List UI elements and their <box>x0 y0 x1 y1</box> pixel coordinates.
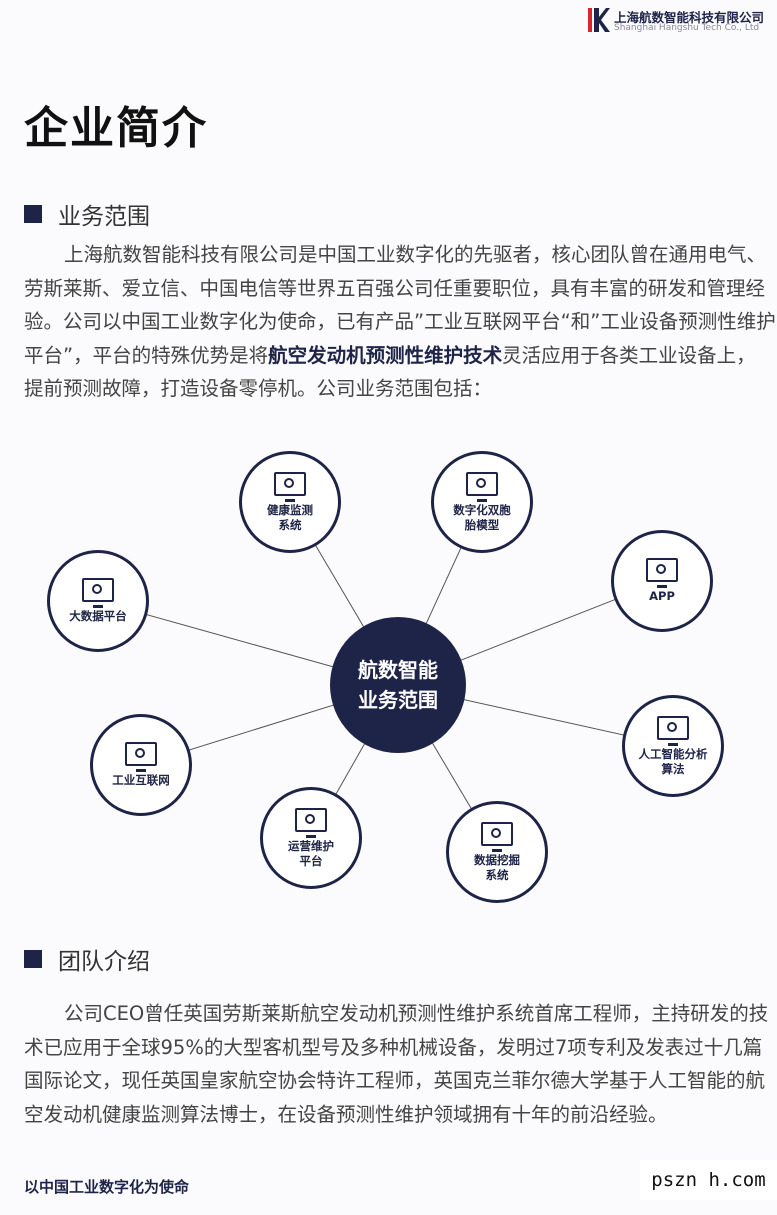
diagram-node: APP <box>611 530 713 632</box>
text: 灵活应用于各类工业设备上， <box>502 343 756 367</box>
center-label: 业务范围 <box>358 688 438 712</box>
node-label-line: 系统 <box>278 517 302 532</box>
node-label: 工业互联网 <box>112 773 170 788</box>
cycle-monitor-icon <box>295 807 327 838</box>
target-monitor-icon <box>274 471 306 502</box>
diagram-node: 数据挖掘系统 <box>446 801 548 903</box>
node-label-line: APP <box>649 589 675 603</box>
node-label-line: 工业互联网 <box>112 773 170 787</box>
company-logo: 上海航数智能科技有限公司 Shanghai Hangshu Tech Co., … <box>588 6 773 36</box>
node-label-line: 运营维护 <box>288 838 334 853</box>
node-label-line: 数据挖掘 <box>474 852 520 867</box>
paragraph-line: 国际论文，现任英国皇家航空协会特许工程师，英国克兰菲尔德大学基于人工智能的航 <box>24 1069 766 1092</box>
node-label-line: 平台 <box>299 853 323 868</box>
node-label-line: 健康监测 <box>267 502 313 517</box>
highlight-text: 航空发动机预测性维护技术 <box>268 343 503 367</box>
diagram-center: 航数智能 业务范围 <box>330 617 466 753</box>
diagram-node: 健康监测系统 <box>239 451 341 553</box>
diagram-node: 运营维护平台 <box>260 787 362 889</box>
globe-monitor-icon <box>125 742 157 772</box>
node-label: 健康监测系统 <box>267 503 313 533</box>
page-title: 企业简介 <box>24 103 208 154</box>
footer-slogan: 以中国工业数字化为使命 <box>24 1178 190 1196</box>
devices-icon <box>646 558 678 588</box>
diagram-node: 人工智能分析算法 <box>622 695 724 797</box>
node-label-line: 人工智能分析 <box>638 746 708 761</box>
team-paragraph: 公司CEO曾任英国劳斯莱斯航空发动机预测性维护系统首席工程师，主持研发的技 术已… <box>24 997 769 1131</box>
node-label-line: 算法 <box>661 761 685 776</box>
section-heading-business: 业务范围 <box>24 197 150 231</box>
logo-k-icon <box>588 8 610 32</box>
paragraph-line: 公司CEO曾任英国劳斯莱斯航空发动机预测性维护系统首席工程师，主持研发的技 <box>64 1002 769 1025</box>
node-label-line: 数字化双胞 <box>453 502 511 517</box>
paragraph-line: 空发动机健康监测算法博士，在设备预测性维护领域拥有十年的前沿经验。 <box>24 1102 668 1126</box>
node-label: 人工智能分析算法 <box>639 747 708 777</box>
paragraph-line: 验。公司以中国工业数字化为使命，已有产品”工业互联网平台“和”工业设备预测性维护 <box>24 310 776 333</box>
node-label-line: 系统 <box>485 867 509 882</box>
paragraph-line: 劳斯莱斯、爱立信、中国电信等世界五百强公司任重要职位，具有丰富的研发和管理经 <box>24 276 766 300</box>
paragraph-line: 术已应用于全球95%的大型客机型号及多种机械设备，发明过7项专利及发表过十几篇 <box>24 1035 763 1059</box>
node-label: APP <box>649 589 675 604</box>
center-label: 航数智能 <box>358 658 438 682</box>
diagram-node: 工业互联网 <box>90 714 192 816</box>
section-heading-team: 团队介绍 <box>24 942 150 976</box>
section-heading-text: 业务范围 <box>58 204 150 230</box>
chart-monitor-icon <box>657 715 689 746</box>
diagram-node: 数字化双胞胎模型 <box>431 451 533 553</box>
section-bullet-icon <box>24 205 42 223</box>
node-label: 大数据平台 <box>69 609 127 624</box>
node-label-line: 胎模型 <box>464 517 500 532</box>
watermark: pszn h.com <box>640 1160 777 1200</box>
company-name-cn: 上海航数智能科技有限公司 <box>614 10 765 25</box>
diagram-node: 大数据平台 <box>47 550 149 652</box>
sync-monitor-icon <box>466 471 498 502</box>
node-label: 数据挖掘系统 <box>474 853 520 883</box>
node-label: 运营维护平台 <box>288 839 334 869</box>
business-paragraph: 上海航数智能科技有限公司是中国工业数字化的先驱者，核心团队曾在通用电气、 劳斯莱… <box>24 238 776 406</box>
paragraph-line: 平台”，平台的特殊优势是将航空发动机预测性维护技术灵活应用于各类工业设备上， <box>24 339 764 373</box>
node-label: 数字化双胞胎模型 <box>453 503 511 533</box>
paragraph-line: 提前预测故障，打造设备零停机。公司业务范围包括： <box>24 377 493 400</box>
text: 平台”，平台的特殊优势是将 <box>24 343 269 367</box>
section-bullet-icon <box>24 950 42 968</box>
node-label-line: 大数据平台 <box>69 609 127 623</box>
data-monitor-icon <box>82 578 114 608</box>
network-monitor-icon <box>481 821 513 852</box>
company-name-en: Shanghai Hangshu Tech Co., Ltd <box>614 23 760 33</box>
section-heading-text: 团队介绍 <box>58 949 150 975</box>
paragraph-line: 上海航数智能科技有限公司是中国工业数字化的先驱者，核心团队曾在通用电气、 <box>64 243 767 266</box>
